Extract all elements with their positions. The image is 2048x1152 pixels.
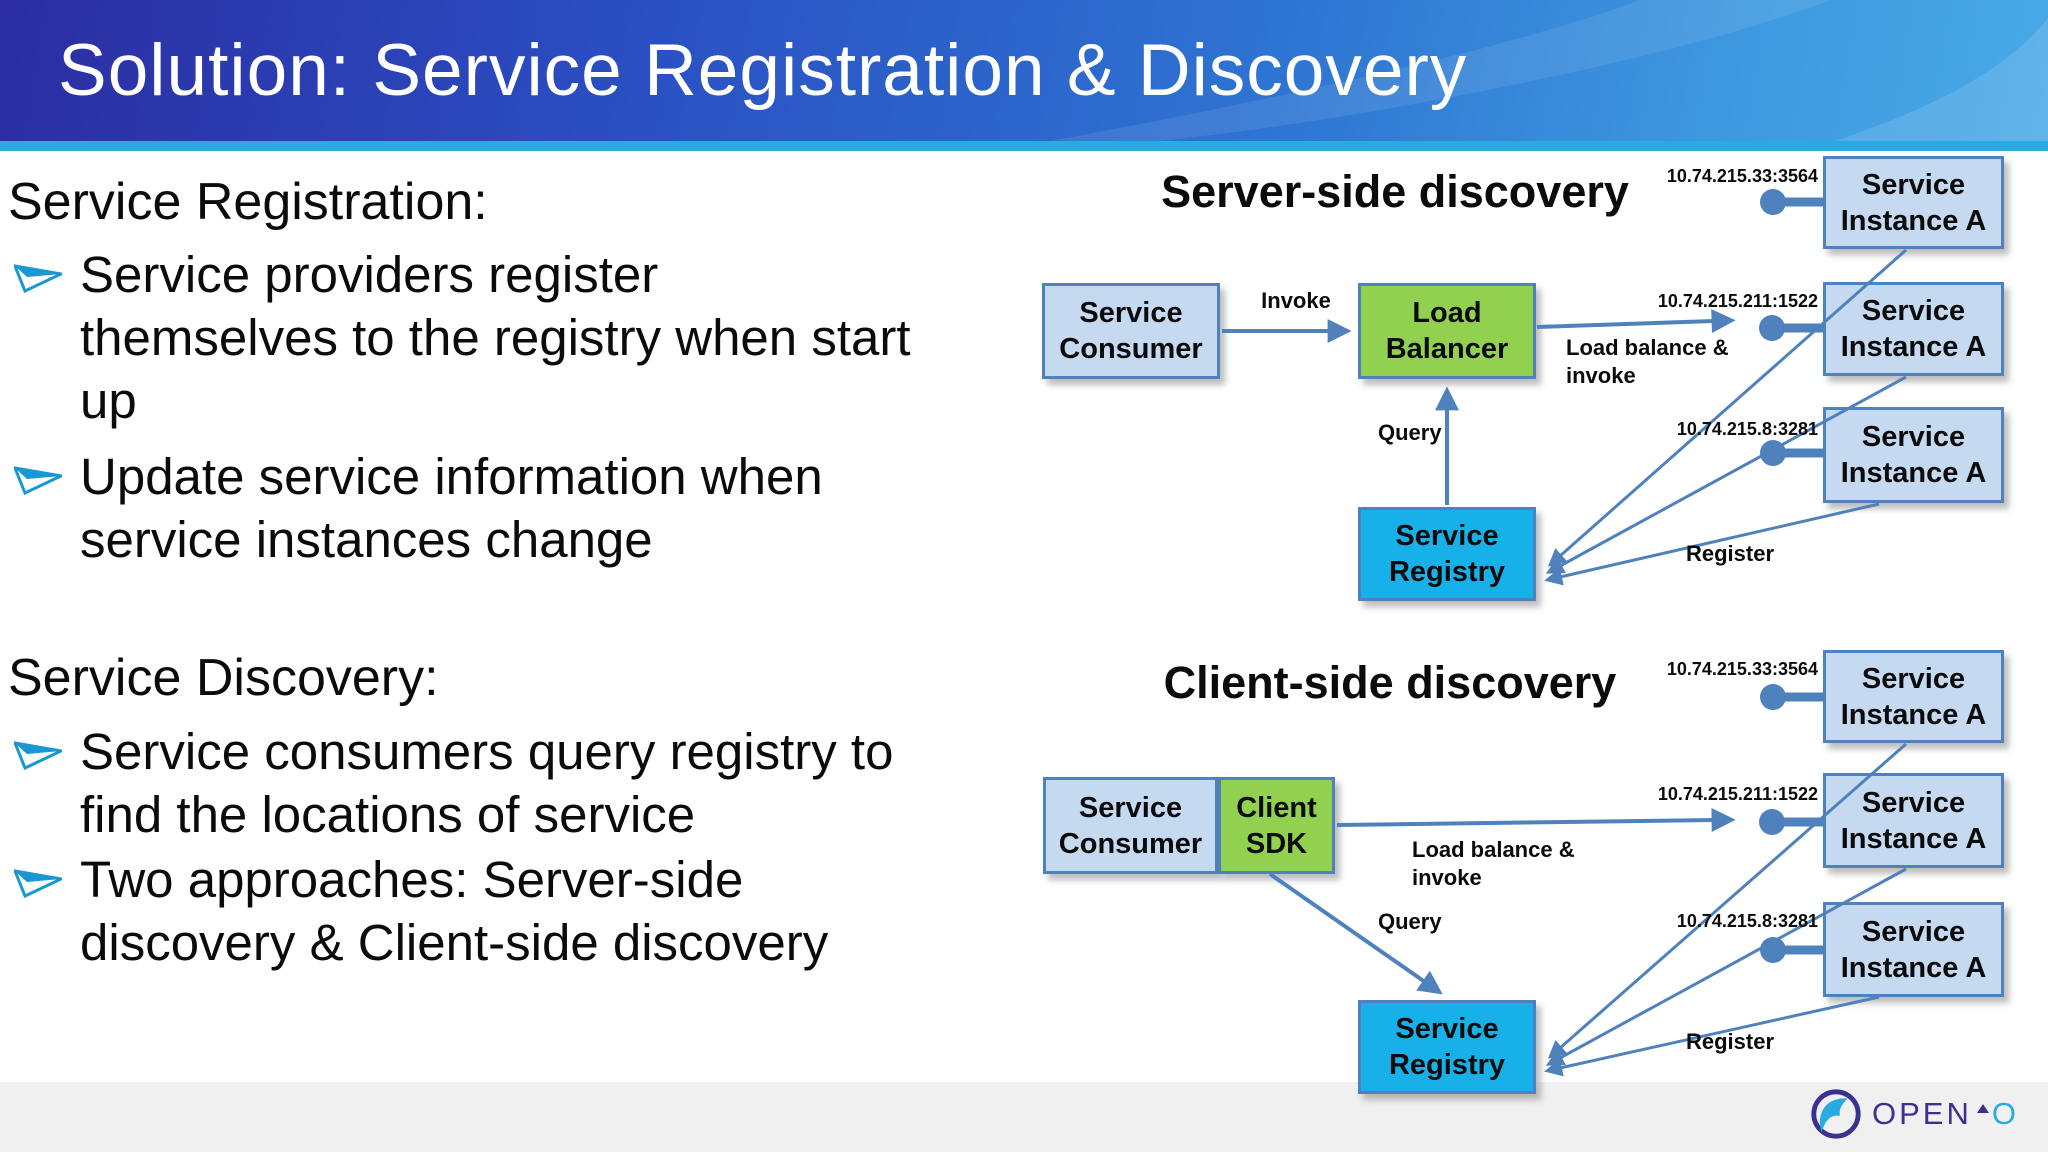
arrow-bullet-icon [12,848,80,903]
client-instance-box-1: Service Instance A [1823,650,2004,743]
client-instance-ip-1: 10.74.215.33:3564 [1666,659,1818,679]
server-service-registry-box: Service Registry [1358,507,1536,601]
client-instance-box-3: Service Instance A [1823,902,2004,997]
server-instance-ip-3: 10.74.215.8:3281 [1676,419,1818,439]
bullet-text: Update service information when service … [80,448,823,568]
footer-band [0,1082,2048,1152]
openo-logo-icon [1811,1089,1861,1139]
server-load-balance-label: Load balance & invoke [1566,335,1729,388]
arrow-bullet-icon [12,445,80,500]
bullet-text: Service providers register themselves to… [80,246,911,429]
client-instance-ip-2: 10.74.215.211:1522 [1657,784,1818,804]
server-side-title: Server-side discovery [1161,166,1629,217]
client-instance-ip-3: 10.74.215.8:3281 [1676,911,1818,931]
server-instance-box-1: Service Instance A [1823,156,2004,249]
logo-caret-icon [1976,1103,1989,1113]
client-side-title: Client-side discovery [1163,657,1617,708]
registration-bullet-1: Service providers register themselves to… [12,243,911,432]
client-instance-box-2: Service Instance A [1823,773,2004,868]
openo-logo-text: OPEN O [1872,1096,2019,1132]
logo-open-text: OPEN [1872,1096,1972,1131]
bullet-text: Service consumers query registry to find… [80,723,894,843]
arrow-bullet-icon [12,243,80,298]
client-query-label: Query [1378,909,1442,934]
arrow-bullet-icon [12,720,80,775]
server-service-consumer-box: Service Consumer [1042,283,1220,379]
server-instance-box-2: Service Instance A [1823,282,2004,376]
invoke-label: Invoke [1261,288,1331,313]
client-service-consumer-box: Service Consumer [1043,777,1218,874]
slide-header: Solution: Service Registration & Discove… [0,0,2048,141]
server-instance-box-3: Service Instance A [1823,407,2004,503]
discovery-bullet-2: Two approaches: Server-side discovery & … [12,848,829,974]
openo-logo: OPEN O [1808,1086,2019,1142]
discovery-heading: Service Discovery: [8,649,439,707]
load-balancer-box: Load Balancer [1358,283,1536,379]
client-load-balance-label: Load balance & invoke [1412,837,1575,890]
client-service-registry-box: Service Registry [1358,1000,1536,1094]
logo-o-text: O [1991,1096,2019,1131]
registration-bullet-2: Update service information when service … [12,445,823,571]
bullet-text: Two approaches: Server-side discovery & … [80,851,829,971]
server-instance-ip-1: 10.74.215.33:3564 [1666,166,1818,186]
client-register-label: Register [1686,1029,1775,1054]
discovery-bullet-1: Service consumers query registry to find… [12,720,894,846]
header-accent-stripe [0,141,2048,151]
server-query-label: Query [1378,420,1442,445]
slide-title: Solution: Service Registration & Discove… [58,30,1468,111]
registration-heading: Service Registration: [8,173,488,231]
server-register-label: Register [1686,541,1775,566]
server-instance-ip-2: 10.74.215.211:1522 [1657,291,1818,311]
client-sdk-box: Client SDK [1218,777,1335,874]
